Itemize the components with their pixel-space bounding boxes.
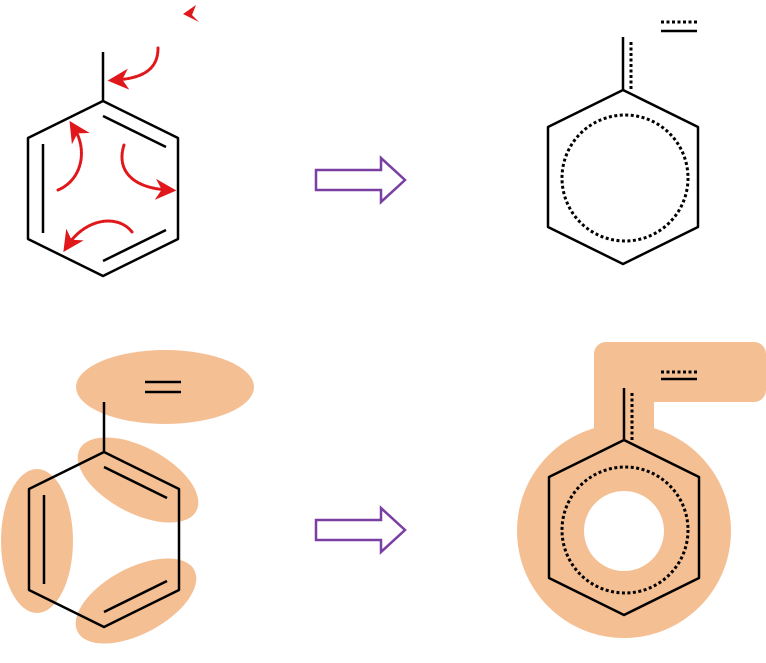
curly-arrow-icon: [56, 120, 90, 192]
delocalized-resonance-hybrid-panel: [546, 20, 700, 266]
inner-double-bond-bottom-right: [102, 228, 167, 263]
hollow-right-arrow-icon: [314, 155, 407, 205]
benzene-ring-top-left: [26, 52, 180, 278]
pi-bond-highlights: [1, 350, 254, 644]
delocalization-circle: [560, 113, 690, 243]
curly-arrow-icon: [107, 46, 160, 90]
delocalization-circle: [560, 465, 690, 595]
highlighted-localized-pi-bonds-panel: [1, 350, 254, 644]
benzene-ring-top-right: [546, 88, 700, 266]
highlight-ring-hole: [584, 491, 664, 571]
hollow-right-arrow-icon: [314, 505, 407, 555]
inner-double-bond-bottom-right: [103, 579, 168, 614]
reaction-arrow-bottom: [314, 505, 407, 555]
highlight-bottom-right-bond: [75, 558, 197, 644]
highlight-vinyl: [76, 350, 254, 424]
red-arrowhead-icon: [183, 5, 199, 22]
inner-double-bond-top-right: [102, 114, 167, 149]
curly-arrow-icon: [63, 219, 134, 252]
highlight-left-bond: [1, 469, 73, 613]
highlighted-delocalized-system-panel: [517, 342, 766, 638]
delocalized-highlight: [517, 342, 766, 638]
benzene-ring-bottom-right: [547, 438, 701, 617]
curly-arrow-mechanism-panel: [26, 5, 199, 278]
benzene-ring-bottom-left: [27, 450, 181, 629]
curly-arrow-icon: [120, 143, 177, 200]
inner-double-bond-top-right: [103, 465, 168, 500]
highlight-top-right-bond: [77, 437, 199, 523]
reaction-arrow-top: [314, 155, 407, 205]
curly-arrows: [56, 46, 177, 252]
